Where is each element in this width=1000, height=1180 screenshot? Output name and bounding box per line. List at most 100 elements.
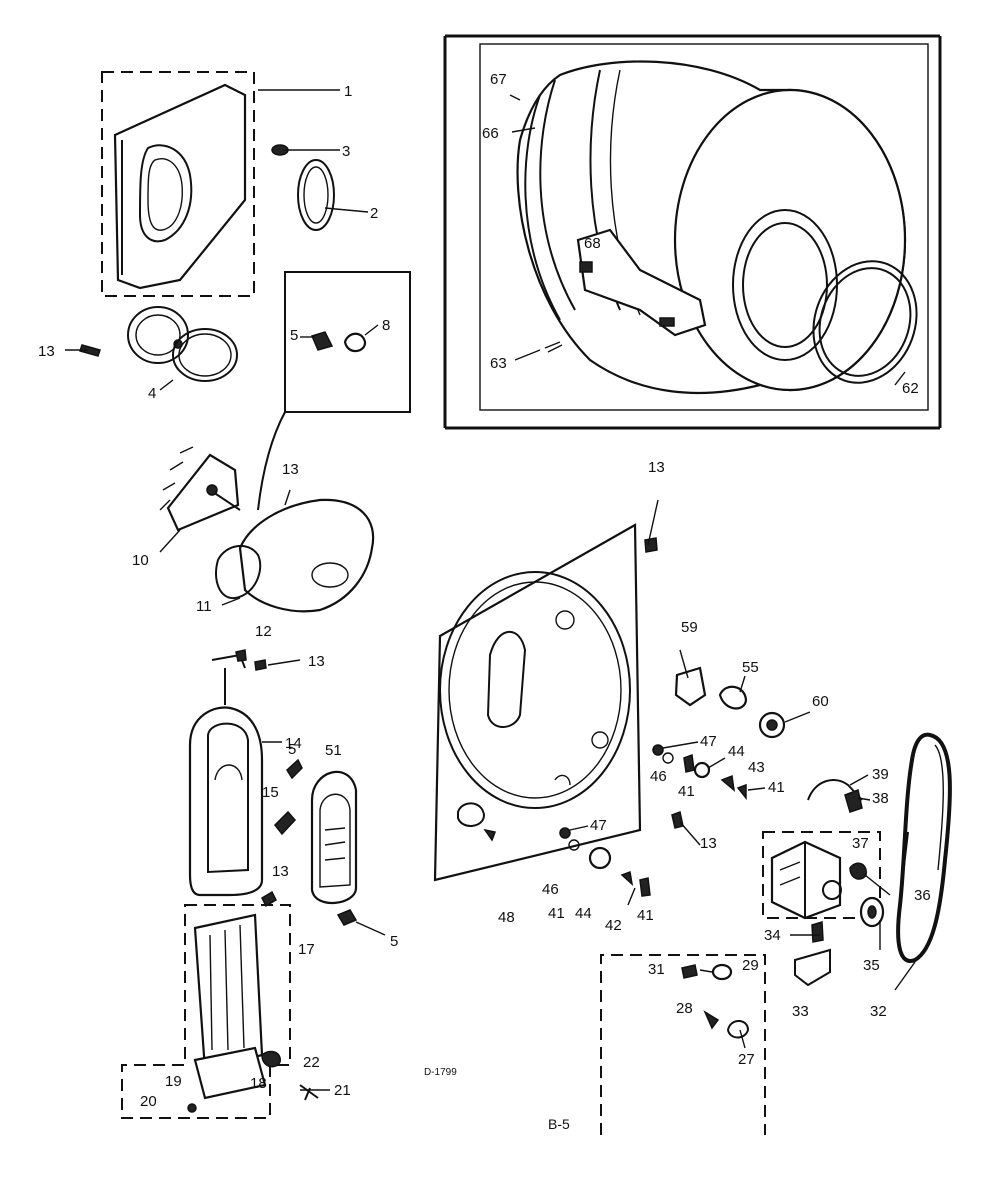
label-34: 34 [764,927,781,944]
label-38: 38 [872,790,889,807]
label-1: 1 [344,83,353,100]
label-51: 51 [325,742,342,759]
label-27: 27 [738,1051,755,1068]
label-13a: 13 [38,343,55,360]
part-41a [683,753,695,773]
label-39: 39 [872,766,889,783]
part-42 [620,870,634,886]
label-12: 12 [255,623,272,640]
part-5c [336,909,358,926]
label-3: 3 [342,143,351,160]
label-17: 17 [298,941,315,958]
part-5-screw [310,331,334,351]
label-13d: 13 [272,863,289,880]
label-41b: 41 [768,779,785,796]
label-5b: 5 [288,741,297,758]
part-27 [726,1020,750,1039]
label-60: 60 [812,693,829,710]
leader-lines [65,89,916,1091]
part-37 [849,862,867,880]
part-43 [720,774,736,792]
drum [516,60,907,395]
label-14: 14 [285,735,302,752]
label-19: 19 [165,1073,182,1090]
heater-box [121,904,291,1119]
label-37: 37 [852,835,869,852]
label-8: 8 [382,317,391,334]
label-2: 2 [370,205,379,222]
bracket-33 [794,948,831,987]
part-55 [718,685,748,710]
label-41c: 41 [548,905,565,922]
label-59: 59 [681,619,698,636]
label-5c: 5 [390,933,399,950]
part-29 [711,963,733,981]
label-55: 55 [742,659,759,676]
label-15: 15 [262,784,279,801]
drive-belt [896,732,952,963]
label-62: 62 [902,380,919,397]
part-44a [693,761,711,779]
part-46a [662,752,674,764]
label-13b: 13 [282,461,299,478]
parts-box-lower [600,954,766,1135]
label-48: 48 [498,909,515,926]
screw-13 [79,344,101,357]
bracket-12 [211,649,247,669]
page-reference: B-5 [548,1116,570,1132]
part-47b [559,827,571,839]
label-33: 33 [792,1003,809,1020]
part-46b [568,839,580,851]
heater-element [193,913,267,1100]
label-47b: 47 [590,817,607,834]
label-68: 68 [584,235,601,252]
label-35: 35 [863,957,880,974]
label-41d: 41 [637,907,654,924]
label-22: 22 [303,1054,320,1071]
label-5a: 5 [290,327,299,344]
part-15 [274,810,297,836]
part-8-clip [343,332,367,353]
label-18: 18 [250,1075,267,1092]
drum-assembly-frame [443,34,942,430]
label-13f: 13 [700,835,717,852]
label-11: 11 [196,598,212,615]
part-41d [639,877,651,897]
part-34 [811,921,824,943]
label-46b: 46 [542,881,559,898]
part-47a [652,744,664,756]
label-13c: 13 [308,653,325,670]
motor [770,840,842,920]
part-20 [187,1103,197,1113]
rear-panel [433,523,642,882]
label-42: 42 [605,917,622,934]
part-44b [588,846,612,870]
label-4: 4 [148,385,157,402]
duct-14 [188,706,264,897]
part-21-22 [299,1084,319,1101]
screw-13b [254,659,267,671]
pulley-35 [859,896,885,928]
part-18 [261,1050,281,1068]
part-5b [286,758,303,780]
part-59 [674,666,707,707]
drawing-number: D-1799 [424,1067,457,1078]
filter-51 [310,770,358,905]
label-29: 29 [742,957,759,974]
label-28: 28 [676,1000,693,1017]
part-38 [844,788,863,813]
label-13e: 13 [648,459,665,476]
screw-13d [644,537,658,553]
label-36: 36 [914,887,931,904]
part-2-seal [297,159,335,231]
drum-seal-ring [812,260,918,384]
screw-13e [671,810,684,829]
part-41b [736,783,747,801]
label-46a: 46 [650,768,667,785]
label-20: 20 [140,1093,157,1110]
blower-wheel [159,446,241,532]
label-47a: 47 [700,733,717,750]
front-panel-box [101,71,255,297]
label-43: 43 [748,759,765,776]
